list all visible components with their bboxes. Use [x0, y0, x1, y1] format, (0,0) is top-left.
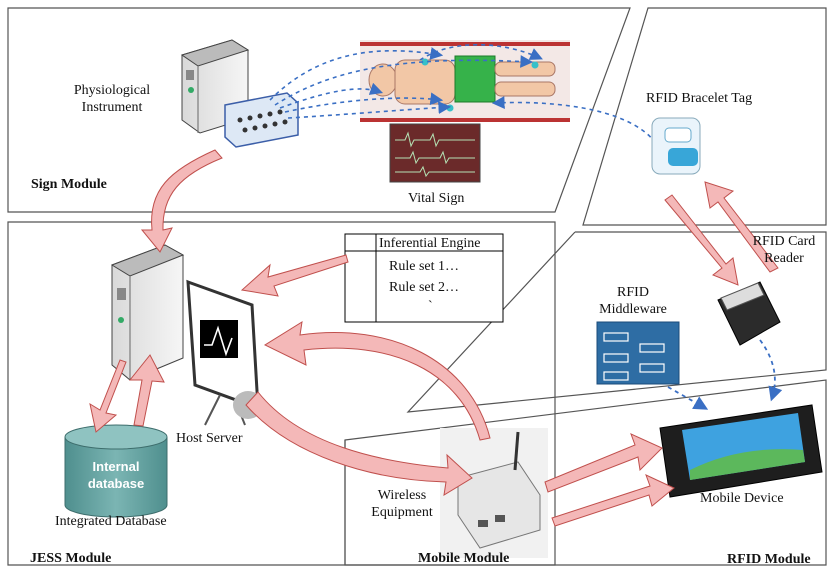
inferential-engine-header: Inferential Engine	[379, 236, 481, 251]
rfid-card-reader	[717, 281, 781, 346]
rfid-bracelet-label: RFID Bracelet Tag	[646, 91, 753, 106]
host-server-label: Host Server	[176, 431, 243, 446]
rule-set-1: Rule set 1…	[389, 259, 459, 274]
mobile-device-label: Mobile Device	[700, 491, 784, 506]
instrument-label-line1: Physiological	[73, 83, 151, 98]
db-cylinder-text: Internal database	[66, 458, 166, 492]
device-connections	[667, 339, 783, 410]
rule-set-2: Rule set 2…	[389, 280, 459, 295]
mobile-module-title: Mobile Module	[418, 551, 510, 566]
patient-image	[360, 40, 570, 122]
rfid-bracelet-tag	[651, 117, 701, 175]
rfid-middleware-label: RFID Middleware	[583, 284, 683, 318]
db-cylinder-line2: database	[87, 476, 145, 491]
rfid-card-reader-line2: Reader	[764, 251, 804, 266]
rule-set-more: `	[428, 299, 433, 314]
rfid-middleware-line2: Middleware	[599, 302, 667, 317]
rfid-module-title: RFID Module	[727, 552, 811, 567]
mobile-device	[659, 404, 823, 498]
wireless-line1: Wireless	[377, 488, 427, 503]
flow-arrows	[89, 149, 779, 527]
physiological-instrument	[180, 39, 299, 148]
vital-sign-monitor	[389, 123, 481, 183]
internal-database-cylinder	[64, 424, 168, 518]
vital-sign-label: Vital Sign	[408, 191, 465, 206]
rfid-card-reader-label: RFID Card Reader	[744, 233, 824, 267]
rfid-card-reader-line1: RFID Card	[752, 234, 816, 249]
wireless-line2: Equipment	[371, 505, 433, 520]
sensor-connections	[269, 43, 661, 151]
db-cylinder-line1: Internal	[92, 459, 140, 474]
jess-module-title: JESS Module	[30, 551, 112, 566]
sign-module-title: Sign Module	[31, 177, 107, 192]
instrument-label-line2: Instrument	[81, 100, 143, 115]
wireless-equipment	[440, 428, 548, 558]
rfid-middleware-graphic	[596, 321, 680, 385]
wireless-equipment-label: Wireless Equipment	[362, 487, 442, 521]
host-server	[110, 244, 185, 381]
instrument-label: Physiological Instrument	[62, 82, 162, 116]
inferential-engine-table	[344, 233, 504, 323]
rfid-middleware-line1: RFID	[617, 285, 649, 300]
integrated-database-label: Integrated Database	[55, 514, 167, 529]
